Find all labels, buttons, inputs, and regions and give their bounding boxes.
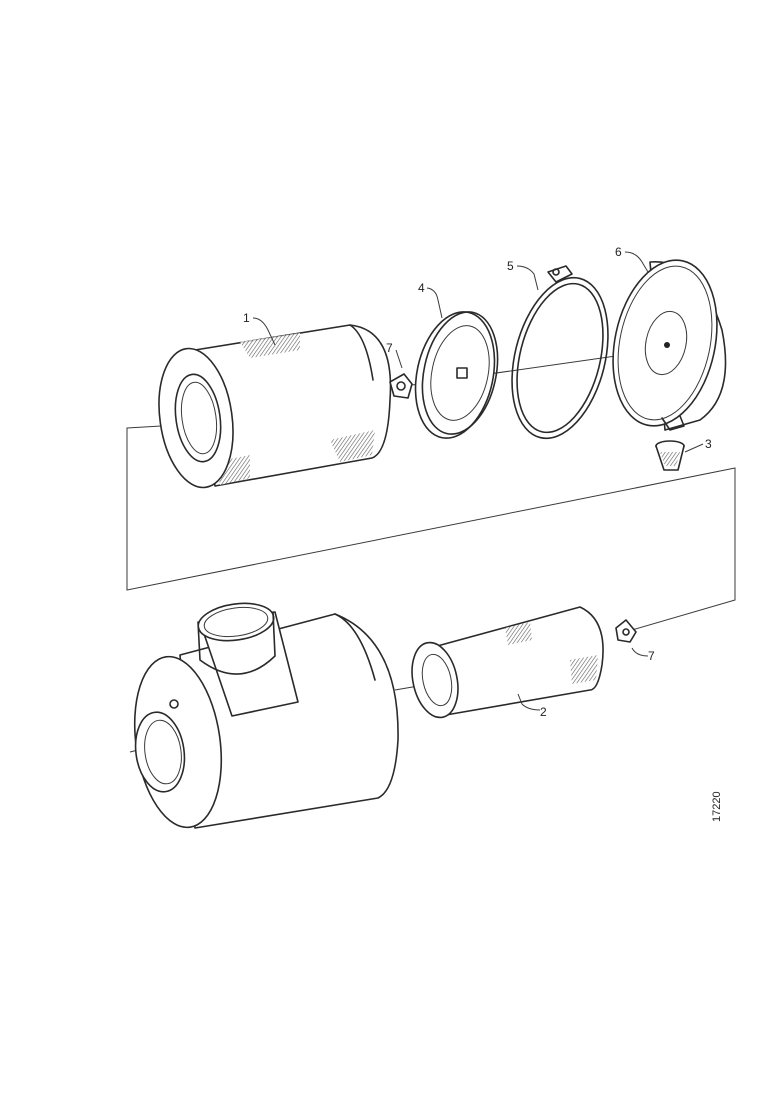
callout-1: 1 <box>243 311 250 325</box>
callout-7-lower: 7 <box>648 649 655 663</box>
callout-labels: 1 2 3 4 5 6 7 7 <box>243 245 712 719</box>
cover-disc-part-4 <box>414 311 499 439</box>
wing-nut-part-7-lower <box>615 619 637 643</box>
clamp-ring-part-5 <box>511 265 609 440</box>
callout-5: 5 <box>507 259 514 273</box>
callout-4: 4 <box>418 281 425 295</box>
callout-6: 6 <box>615 245 622 259</box>
callout-7-upper: 7 <box>386 341 393 355</box>
filter-element-part-1 <box>158 324 392 489</box>
safety-element-part-2 <box>411 606 604 719</box>
callout-2: 2 <box>540 705 547 719</box>
leader-lines <box>252 251 704 711</box>
cover-housing-part-6 <box>612 259 727 431</box>
dust-valve-part-3 <box>655 440 685 471</box>
wing-nut-part-7-upper <box>389 373 413 399</box>
main-housing <box>133 602 399 829</box>
drawing-reference-number: 17220 <box>711 791 723 822</box>
callout-3: 3 <box>705 437 712 451</box>
